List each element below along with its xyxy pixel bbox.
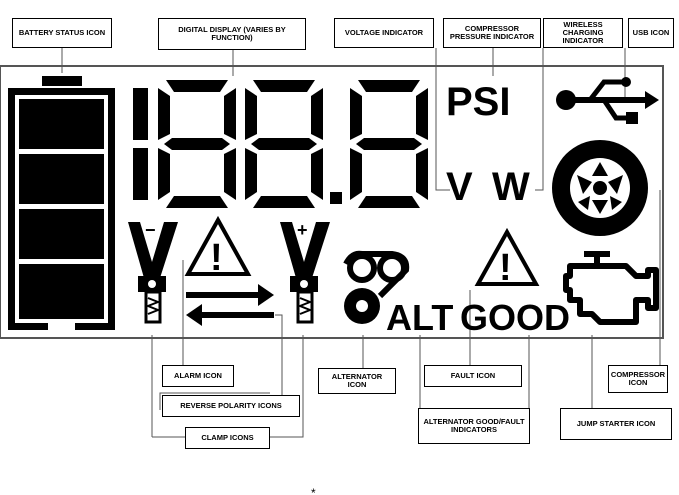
digit-4 — [350, 80, 428, 208]
unit-v: V — [446, 165, 473, 209]
tire-icon — [552, 140, 648, 236]
good-label: GOOD — [460, 297, 570, 338]
leader-lines — [61, 48, 661, 438]
usb-icon — [556, 77, 659, 124]
digit-2 — [158, 80, 236, 208]
digit-3 — [245, 80, 323, 208]
callout-digital-display: DIGITAL DISPLAY (VARIES BY FUNCTION) — [158, 18, 306, 50]
callout-reverse-polarity: REVERSE POLARITY ICONS — [162, 395, 300, 417]
fault-mark: ! — [499, 247, 512, 289]
unit-psi: PSI — [446, 80, 510, 124]
alt-label: ALT — [386, 297, 453, 338]
callout-compressor: COMPRESSOR ICON — [608, 365, 668, 393]
alarm-mark: ! — [210, 237, 223, 279]
callout-alt-good-fault: ALTERNATOR GOOD/FAULT INDICATORS — [418, 408, 530, 444]
battery-icon — [8, 76, 115, 330]
digit-1 — [133, 88, 148, 200]
alternator-icon — [343, 250, 410, 324]
clamp-positive-sign: + — [297, 220, 308, 240]
fault-icon: ! — [474, 227, 540, 289]
callout-wireless-charging: WIRELESS CHARGING INDICATOR — [543, 18, 623, 48]
footer-mark: * — [311, 486, 316, 495]
callout-voltage: VOLTAGE INDICATOR — [334, 18, 434, 48]
callout-jump-starter: JUMP STARTER ICON — [560, 408, 672, 440]
clamp-negative-sign: − — [145, 220, 156, 240]
callout-compressor-pressure: COMPRESSOR PRESSURE INDICATOR — [443, 18, 541, 48]
decimal-point — [330, 192, 342, 204]
unit-w: W — [492, 165, 530, 209]
callout-usb: USB ICON — [628, 18, 674, 48]
negative-clamp-icon: − — [128, 220, 178, 324]
callout-alarm: ALARM ICON — [162, 365, 234, 387]
reverse-polarity-icon — [186, 284, 274, 326]
seven-segment-display — [133, 80, 428, 208]
alarm-icon: ! — [184, 215, 252, 279]
engine-icon — [563, 251, 659, 325]
lcd-frame — [0, 65, 664, 339]
positive-clamp-icon: + — [280, 220, 330, 324]
callout-fault: FAULT ICON — [424, 365, 522, 387]
callout-battery-status: BATTERY STATUS ICON — [12, 18, 112, 48]
callout-clamp: CLAMP ICONS — [185, 427, 270, 449]
callout-alternator: ALTERNATOR ICON — [318, 368, 396, 394]
